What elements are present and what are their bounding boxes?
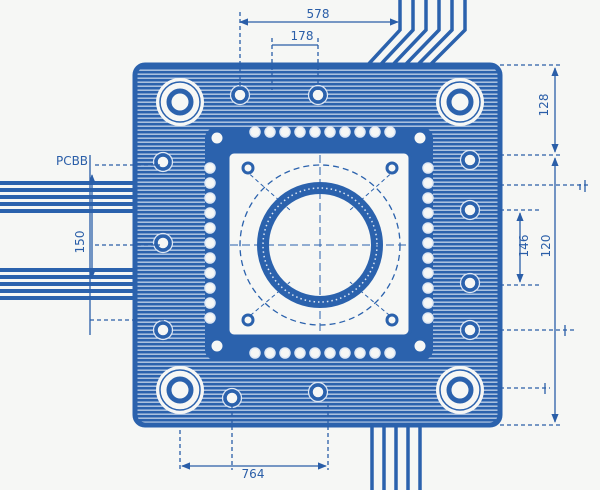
via-ring bbox=[459, 272, 481, 294]
pad bbox=[369, 126, 381, 138]
via bbox=[461, 321, 479, 339]
pad bbox=[422, 312, 434, 324]
pad bbox=[249, 126, 261, 138]
pad bbox=[324, 347, 336, 359]
pad bbox=[339, 347, 351, 359]
mounting-hole bbox=[446, 376, 474, 404]
dim-top-inner: 178 bbox=[291, 29, 314, 43]
mounting-hole bbox=[166, 376, 194, 404]
pad bbox=[204, 267, 216, 279]
pad bbox=[204, 207, 216, 219]
pad bbox=[204, 282, 216, 294]
pad bbox=[204, 252, 216, 264]
corner-pad bbox=[208, 337, 226, 355]
via-ring bbox=[152, 151, 174, 173]
dimension-lines bbox=[88, 12, 590, 470]
via bbox=[309, 383, 327, 401]
corner-via bbox=[241, 161, 255, 175]
pad bbox=[309, 126, 321, 138]
dimension-line bbox=[544, 180, 586, 394]
via-ring bbox=[459, 319, 481, 341]
pad bbox=[204, 162, 216, 174]
via-ring bbox=[307, 84, 329, 106]
pad bbox=[204, 237, 216, 249]
corner-pad bbox=[411, 129, 429, 147]
pad bbox=[422, 237, 434, 249]
chip-body bbox=[226, 150, 412, 338]
pad bbox=[204, 192, 216, 204]
via-ring bbox=[307, 381, 329, 403]
dim-right-inner: 146 bbox=[517, 235, 531, 258]
corner-via bbox=[385, 161, 399, 175]
pad bbox=[369, 347, 381, 359]
mounting-hole-ring bbox=[439, 81, 481, 123]
mounting-hole bbox=[446, 88, 474, 116]
via-ring bbox=[459, 199, 481, 221]
corner-pad bbox=[208, 129, 226, 147]
pad bbox=[384, 126, 396, 138]
pad bbox=[422, 192, 434, 204]
pad bbox=[204, 312, 216, 324]
via bbox=[461, 151, 479, 169]
pad bbox=[324, 126, 336, 138]
corner-via bbox=[385, 313, 399, 327]
mounting-holes bbox=[156, 78, 484, 414]
dim-bottom-width: 764 bbox=[242, 467, 265, 481]
corner-pad bbox=[411, 337, 429, 355]
pad bbox=[264, 347, 276, 359]
via-ring bbox=[152, 232, 174, 254]
pads bbox=[152, 84, 481, 409]
via bbox=[309, 86, 327, 104]
pad bbox=[422, 162, 434, 174]
pad bbox=[294, 347, 306, 359]
pad bbox=[422, 252, 434, 264]
via bbox=[461, 201, 479, 219]
pad bbox=[204, 297, 216, 309]
pad bbox=[422, 282, 434, 294]
mounting-hole bbox=[166, 88, 194, 116]
mounting-hole-ring bbox=[159, 369, 201, 411]
dimension-line bbox=[500, 64, 590, 426]
pad bbox=[279, 347, 291, 359]
pad bbox=[422, 207, 434, 219]
mounting-hole-ring bbox=[159, 81, 201, 123]
pad bbox=[264, 126, 276, 138]
dim-left-height: 150 bbox=[73, 231, 87, 254]
die-area bbox=[230, 155, 410, 335]
via bbox=[461, 274, 479, 292]
pad bbox=[354, 126, 366, 138]
pad bbox=[309, 347, 321, 359]
pad bbox=[422, 297, 434, 309]
pad bbox=[204, 222, 216, 234]
pad bbox=[384, 347, 396, 359]
pad bbox=[422, 222, 434, 234]
dim-right-top: 128 bbox=[537, 94, 551, 117]
pad bbox=[422, 267, 434, 279]
pad bbox=[294, 126, 306, 138]
via bbox=[223, 389, 241, 407]
pad bbox=[249, 347, 261, 359]
pad bbox=[354, 347, 366, 359]
pad bbox=[204, 177, 216, 189]
pad bbox=[339, 126, 351, 138]
dim-right-overall: 120 bbox=[539, 235, 553, 258]
pad bbox=[279, 126, 291, 138]
dimension-line bbox=[179, 405, 329, 470]
mounting-hole-ring bbox=[439, 369, 481, 411]
via bbox=[154, 153, 172, 171]
dimension-line bbox=[90, 164, 165, 321]
via bbox=[154, 234, 172, 252]
dim-top-overall: 578 bbox=[307, 7, 330, 21]
dimension-line bbox=[271, 38, 319, 90]
center-crosshair bbox=[230, 155, 410, 335]
dim-left-label: PCBB bbox=[56, 154, 88, 168]
via bbox=[154, 321, 172, 339]
diagonal-guides bbox=[244, 169, 396, 321]
via-ring bbox=[459, 149, 481, 171]
via bbox=[231, 86, 249, 104]
corner-via bbox=[241, 313, 255, 327]
pad bbox=[422, 177, 434, 189]
